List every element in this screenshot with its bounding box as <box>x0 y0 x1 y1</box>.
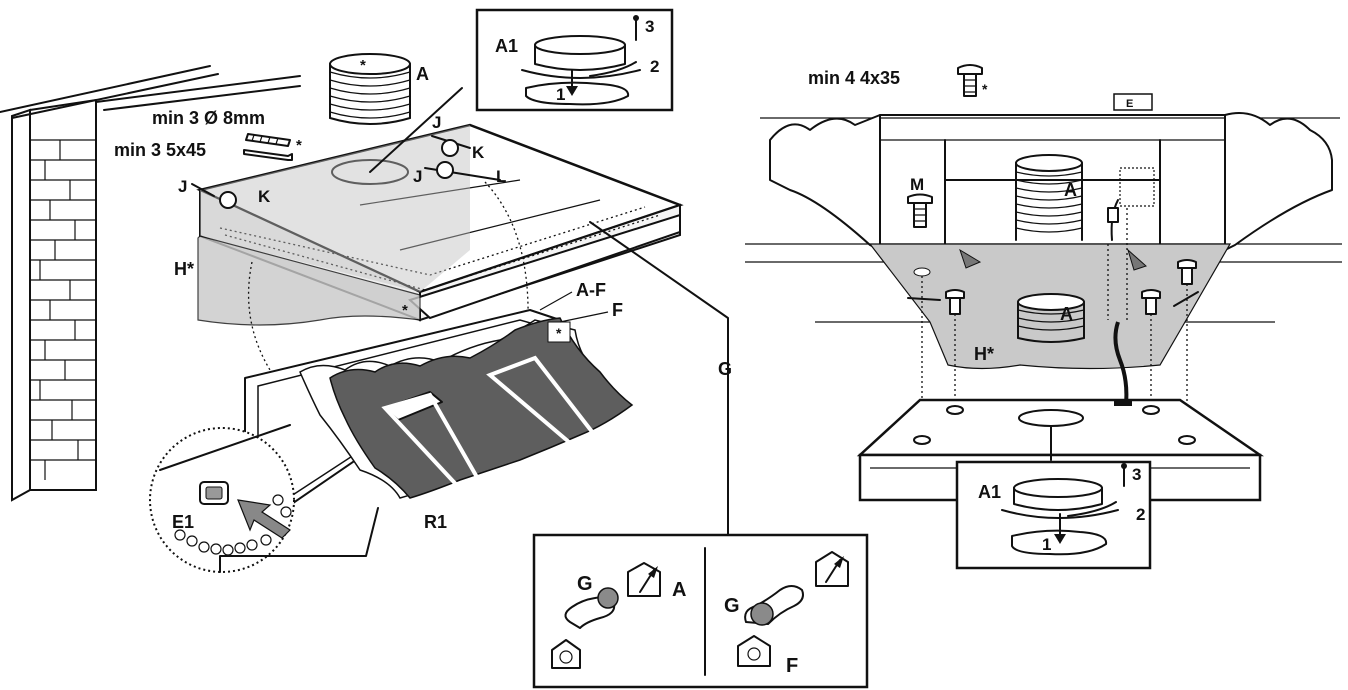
mounting-plate <box>868 243 1232 370</box>
star-mark: * <box>360 57 366 74</box>
inset-adapter-right <box>955 460 1152 570</box>
label-step-1-right: 1 <box>1042 535 1051 554</box>
ceiling-screw-icon <box>957 64 983 97</box>
leader-a1 <box>369 87 463 173</box>
label-ceiling-screws-spec: min 4 4x35 <box>808 68 900 88</box>
leader-g <box>589 221 729 535</box>
label-g: G <box>718 359 732 379</box>
knob-label-g-right: G <box>724 595 740 617</box>
label-screws-spec: min 3 5x45 <box>114 140 206 160</box>
inset-knob-settings <box>532 533 869 689</box>
filter-panels <box>244 309 634 513</box>
label-step-2-right: 2 <box>1136 505 1145 524</box>
star-mark-filter: * <box>556 325 562 341</box>
star-mark-hood: * <box>402 302 408 319</box>
knob-label-a: A <box>672 579 686 601</box>
label-a1-left: A1 <box>495 36 518 56</box>
star-mark-ceiling: * <box>982 81 988 97</box>
label-step-3-right: 3 <box>1132 465 1141 484</box>
label-l: L <box>496 167 506 186</box>
screw-anchor-icon <box>243 133 293 161</box>
label-step-3-left: 3 <box>645 17 654 36</box>
leader-e1 <box>219 507 379 573</box>
label-k-1: K <box>258 187 271 206</box>
label-e1: E1 <box>172 512 194 532</box>
label-a1-right: A1 <box>978 482 1001 502</box>
label-a-ducting: A <box>416 64 429 84</box>
mounting-screws <box>191 135 501 209</box>
label-e-box: E <box>1126 98 1133 110</box>
label-step-1-left: 1 <box>556 85 565 104</box>
label-anchors-spec: min 3 Ø 8mm <box>152 108 265 128</box>
back-panel-h <box>197 235 421 326</box>
label-m: M <box>910 175 924 194</box>
label-h-left: H* <box>174 259 194 279</box>
label-j-2: J <box>432 113 441 132</box>
ceiling-structure <box>745 112 1342 323</box>
knob-label-f: F <box>786 655 798 677</box>
knob-label-g-left: G <box>577 573 593 595</box>
e1-detail <box>149 424 295 573</box>
label-a-right-mid: A <box>1060 304 1073 324</box>
inset-adapter-left <box>475 8 674 112</box>
label-j-1: J <box>178 177 187 196</box>
label-a-f: A-F <box>576 280 606 300</box>
wall <box>0 65 301 502</box>
ducting-stack <box>329 53 411 125</box>
label-r1: R1 <box>424 512 447 532</box>
label-a-right-top: A <box>1064 180 1077 200</box>
star-mark-screw: * <box>296 137 302 154</box>
label-h-right: H* <box>974 344 994 364</box>
label-step-2-left: 2 <box>650 57 659 76</box>
cooker-hood <box>196 123 684 322</box>
label-j-3: J <box>413 167 422 186</box>
label-f: F <box>612 300 623 320</box>
label-k-2: K <box>472 143 485 162</box>
